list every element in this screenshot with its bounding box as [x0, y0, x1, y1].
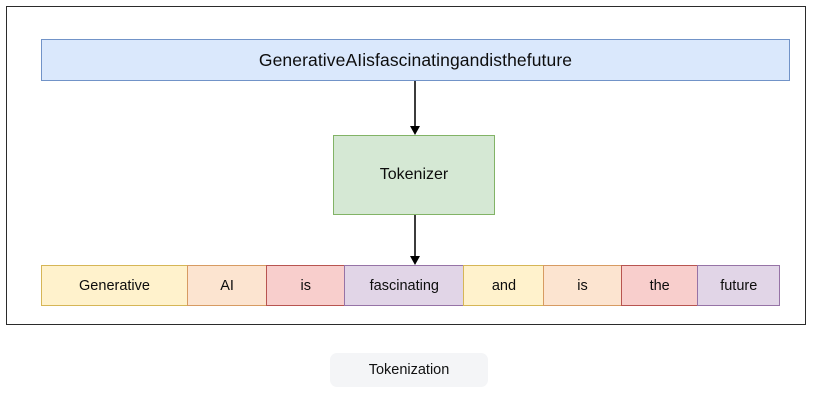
arrow-head — [409, 126, 420, 135]
token-label: fascinating — [369, 277, 439, 294]
token-cell: fascinating — [343, 265, 465, 306]
arrow-tokenizer-to-tokens-icon — [407, 215, 423, 265]
arrow-head — [409, 256, 420, 265]
token-label: the — [649, 277, 670, 294]
token-label: future — [720, 277, 758, 294]
token-cell: and — [463, 265, 545, 306]
tokenizer-label: Tokenizer — [379, 166, 449, 183]
token-label: and — [491, 277, 517, 294]
diagram-caption-text: Tokenization — [368, 362, 450, 378]
token-label: AI — [220, 277, 234, 294]
diagram-caption: Tokenization — [330, 353, 488, 387]
token-row: Generative AI is fascinating and is the future — [41, 265, 790, 306]
token-label: is — [577, 277, 588, 294]
token-label: Generative — [79, 277, 150, 294]
token-cell: Generative — [41, 265, 188, 306]
token-cell: is — [543, 265, 623, 306]
token-cell: future — [697, 265, 781, 306]
token-cell: AI — [186, 265, 268, 306]
arrow-shaft — [414, 215, 416, 256]
tokenizer-box: Tokenizer — [333, 135, 495, 215]
token-cell: the — [620, 265, 699, 306]
token-label: is — [300, 277, 311, 294]
input-sentence-box: GenerativeAIisfascinatingandisthefuture — [41, 39, 790, 81]
input-sentence-text: GenerativeAIisfascinatingandisthefuture — [258, 49, 573, 70]
arrow-shaft — [414, 81, 416, 126]
token-cell: is — [266, 265, 346, 306]
diagram-frame: GenerativeAIisfascinatingandisthefuture … — [6, 6, 806, 325]
arrow-input-to-tokenizer-icon — [407, 81, 423, 135]
